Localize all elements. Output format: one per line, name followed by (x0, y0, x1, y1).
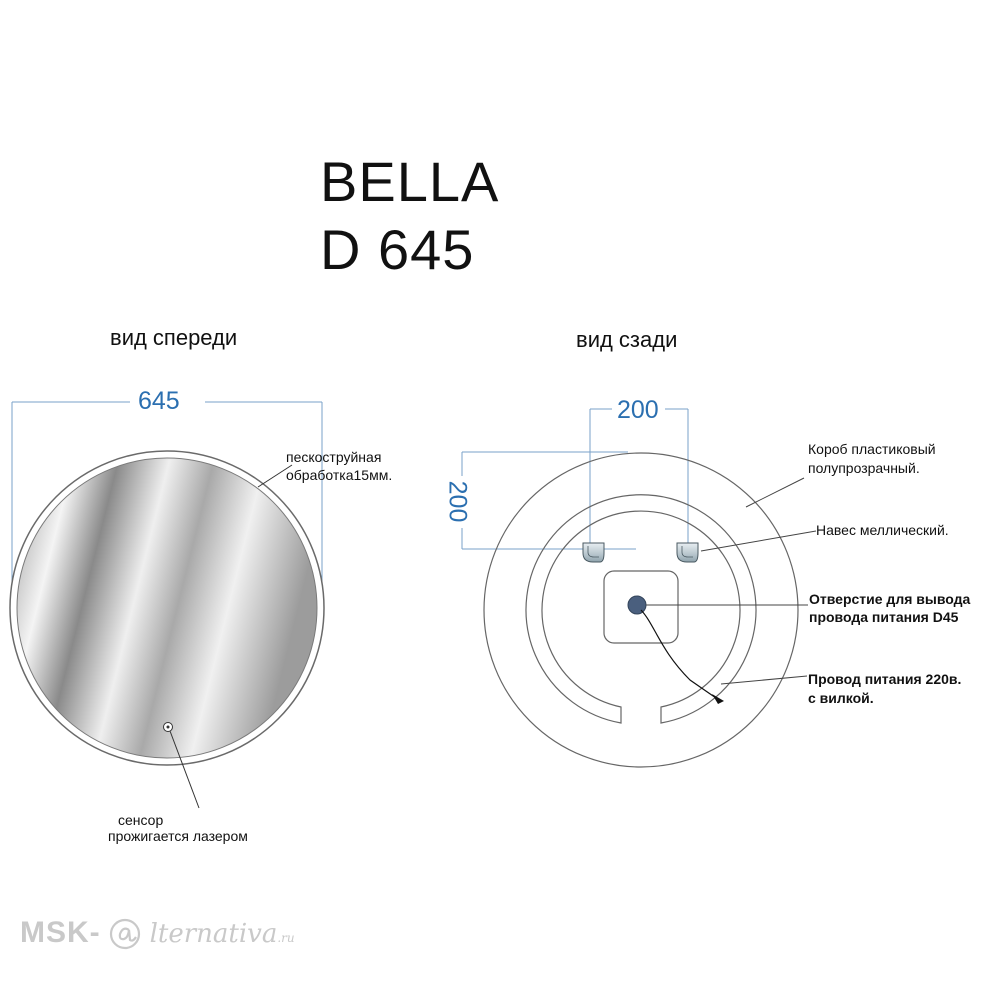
watermark-suffix: .ru (277, 931, 295, 945)
watermark: MSK- lternativa.ru (20, 912, 295, 952)
frosting-note-line1: пескоструйная (286, 449, 382, 465)
right-hanger-icon (676, 542, 699, 563)
mirror-surface (16, 457, 318, 759)
cable-note-line1: Провод питания 220в. (808, 671, 962, 687)
hanger-leader-line (700, 530, 817, 552)
hole-note-line1: Отверстие для вывода (809, 591, 971, 607)
back-view-label: вид сзади (576, 327, 678, 352)
cable-plug-icon (712, 694, 724, 704)
frosting-note-line2: обработка15мм. (286, 467, 393, 483)
watermark-prefix: MSK- (20, 916, 101, 949)
box-note-line1: Короб пластиковый (808, 441, 936, 457)
cable-leader-line (720, 675, 808, 685)
back-horizontal-dimension (589, 408, 689, 548)
front-view-label: вид спереди (110, 325, 238, 350)
back-view-drawing (461, 408, 817, 768)
front-width-dimension (11, 401, 323, 590)
sensor-note-line1: сенсор (118, 812, 164, 828)
front-view-drawing (9, 401, 325, 809)
model-diameter: D 645 (320, 218, 475, 281)
power-cable (640, 609, 717, 699)
touch-sensor-icon (163, 722, 173, 732)
back-horizontal-value: 200 (617, 396, 659, 424)
sensor-leader-line (169, 730, 200, 809)
hanger-note: Навес меллический. (816, 522, 949, 538)
left-hanger-icon (582, 542, 605, 563)
watermark-at-icon (110, 918, 141, 950)
watermark-script: lternativa (149, 919, 278, 949)
box-leader-line (745, 477, 805, 508)
front-width-value: 645 (138, 387, 180, 415)
cable-hole-icon (627, 595, 647, 615)
box-note-line2: полупрозрачный. (808, 460, 920, 476)
cable-note-line2: с вилкой. (808, 690, 874, 706)
frosting-leader-line (257, 464, 293, 488)
back-vertical-dimension (461, 451, 636, 550)
back-outer-edge (483, 452, 799, 768)
sensor-note-line2: прожигается лазером (108, 828, 248, 844)
plastic-box-ring (525, 494, 757, 724)
back-vertical-value: 200 (443, 480, 472, 523)
hole-note-line2: провода питания D45 (809, 609, 959, 625)
model-name: BELLA (320, 150, 500, 213)
